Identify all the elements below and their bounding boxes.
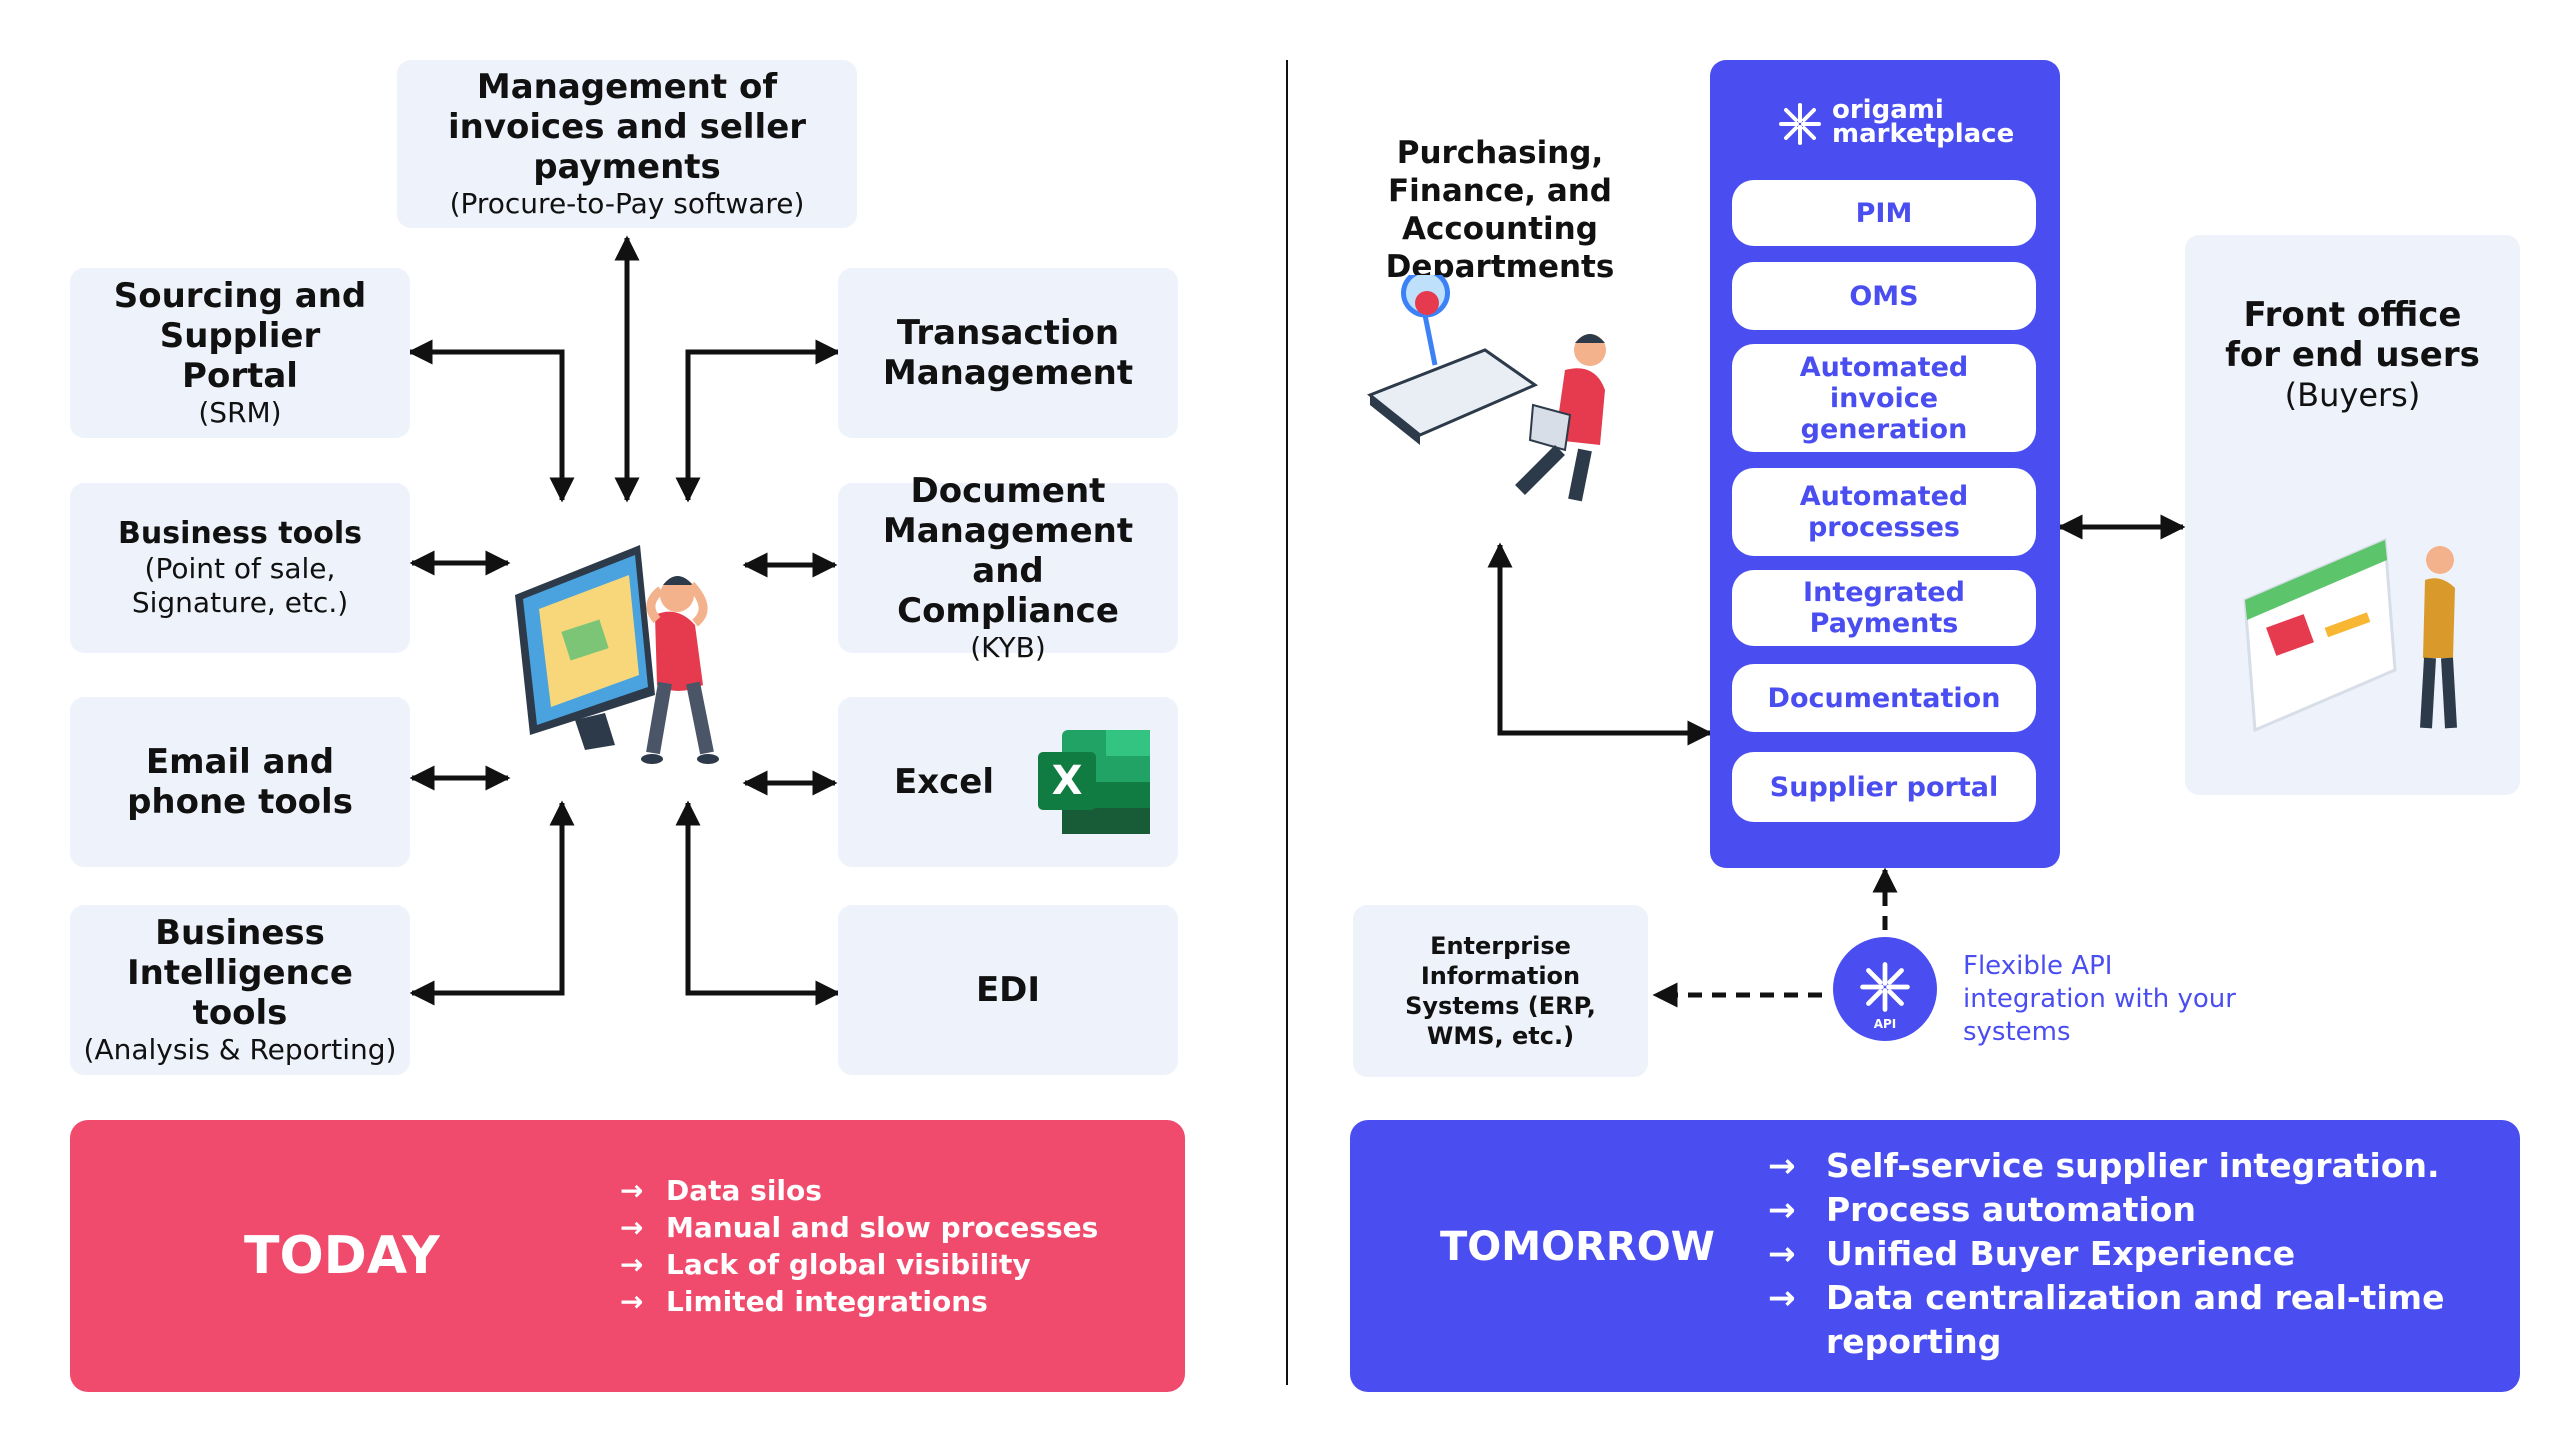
arrow-right-icon: → <box>620 1248 644 1281</box>
business-tools-title: Business tools <box>118 516 362 551</box>
document-sub: (KYB) <box>970 631 1046 664</box>
edi-box: EDI <box>838 905 1178 1075</box>
invoices-sub: (Procure-to-Pay software) <box>449 187 805 220</box>
module-documentation: Documentation <box>1732 664 2036 732</box>
origami-api-icon <box>1860 962 1910 1012</box>
excel-title: Excel <box>894 762 995 802</box>
front-office-box: Front office for end users (Buyers) <box>2185 235 2520 795</box>
front-office-title: Front office for end users <box>2225 295 2480 375</box>
arrow-right-icon: → <box>620 1285 644 1318</box>
api-caption: Flexible API integration with your syste… <box>1963 951 2236 1047</box>
tomorrow-banner: TOMORROW →Self-service supplier integrat… <box>1350 1120 2520 1392</box>
api-badge: API <box>1833 937 1937 1041</box>
invoices-title: Management of invoices and seller paymen… <box>447 67 807 187</box>
api-label: API <box>1873 1017 1897 1031</box>
business-tools-sub: (Point of sale, Signature, etc.) <box>131 552 349 619</box>
today-label: TODAY <box>244 1226 440 1286</box>
origami-logo-icon <box>1779 103 1821 145</box>
document-title: Document Management and Compliance <box>882 471 1134 631</box>
email-title: Email and phone tools <box>127 742 353 822</box>
sourcing-box: Sourcing and Supplier Portal (SRM) <box>70 268 410 438</box>
arrow-right-icon: → <box>1768 1190 1796 1229</box>
module-oms: OMS <box>1732 262 2036 330</box>
excel-box: Excel X <box>838 697 1178 867</box>
today-banner: TODAY →Data silos →Manual and slow proce… <box>70 1120 1185 1392</box>
tomorrow-label: TOMORROW <box>1440 1224 1715 1270</box>
buyer-shopping-illustration <box>2243 537 2457 733</box>
excel-logo-icon: X <box>1038 730 1151 834</box>
tomorrow-list: →Self-service supplier integration. →Pro… <box>1768 1144 2488 1364</box>
today-item: →Limited integrations <box>620 1285 988 1318</box>
arrow-right-icon: → <box>1768 1234 1796 1273</box>
invoices-box: Management of invoices and seller paymen… <box>397 60 857 228</box>
module-invoice-generation: Automated invoice generation <box>1732 344 2036 452</box>
today-item: →Data silos <box>620 1174 822 1207</box>
edi-title: EDI <box>975 970 1041 1010</box>
arrow-right-icon: → <box>1768 1146 1796 1185</box>
email-box: Email and phone tools <box>70 697 410 867</box>
tomorrow-item: →Process automation <box>1768 1188 2488 1232</box>
bi-title: Business Intelligence tools <box>127 913 353 1033</box>
module-automated-processes: Automated processes <box>1732 468 2036 556</box>
transaction-title: Transaction Management <box>882 313 1134 393</box>
departments-label: Purchasing, Finance, and Accounting Depa… <box>1385 135 1615 285</box>
stressed-person-illustration <box>515 545 719 764</box>
module-pim: PIM <box>1732 180 2036 246</box>
today-list: →Data silos →Manual and slow processes →… <box>620 1172 1098 1320</box>
person-laptop-illustration <box>1367 275 1606 502</box>
arrow-right-icon: → <box>620 1174 644 1207</box>
enterprise-title: Enterprise Information Systems (ERP, WMS… <box>1405 932 1596 1050</box>
bi-sub: (Analysis & Reporting) <box>83 1033 397 1066</box>
front-office-sub: (Buyers) <box>2284 376 2421 414</box>
tomorrow-item: →Data centralization and real-time repor… <box>1768 1278 2445 1361</box>
bi-box: Business Intelligence tools (Analysis & … <box>70 905 410 1075</box>
sourcing-title: Sourcing and Supplier Portal <box>113 276 367 396</box>
marketplace-brand: origami marketplace <box>1832 95 2015 149</box>
tomorrow-item: →Self-service supplier integration. <box>1768 1144 2488 1188</box>
module-integrated-payments: Integrated Payments <box>1732 570 2036 646</box>
today-item: →Lack of global visibility <box>620 1248 1031 1281</box>
business-tools-box: Business tools (Point of sale, Signature… <box>70 483 410 653</box>
transaction-box: Transaction Management <box>838 268 1178 438</box>
module-supplier-portal: Supplier portal <box>1732 752 2036 822</box>
arrow-right-icon: → <box>1768 1278 1796 1317</box>
excel-logo-letter: X <box>1051 758 1083 804</box>
arrow-right-icon: → <box>620 1211 644 1244</box>
document-box: Document Management and Compliance (KYB) <box>838 471 1178 664</box>
enterprise-box: Enterprise Information Systems (ERP, WMS… <box>1353 905 1648 1077</box>
tomorrow-item: →Unified Buyer Experience <box>1768 1232 2488 1276</box>
today-item: →Manual and slow processes <box>620 1211 1099 1244</box>
sourcing-sub: (SRM) <box>198 396 282 429</box>
